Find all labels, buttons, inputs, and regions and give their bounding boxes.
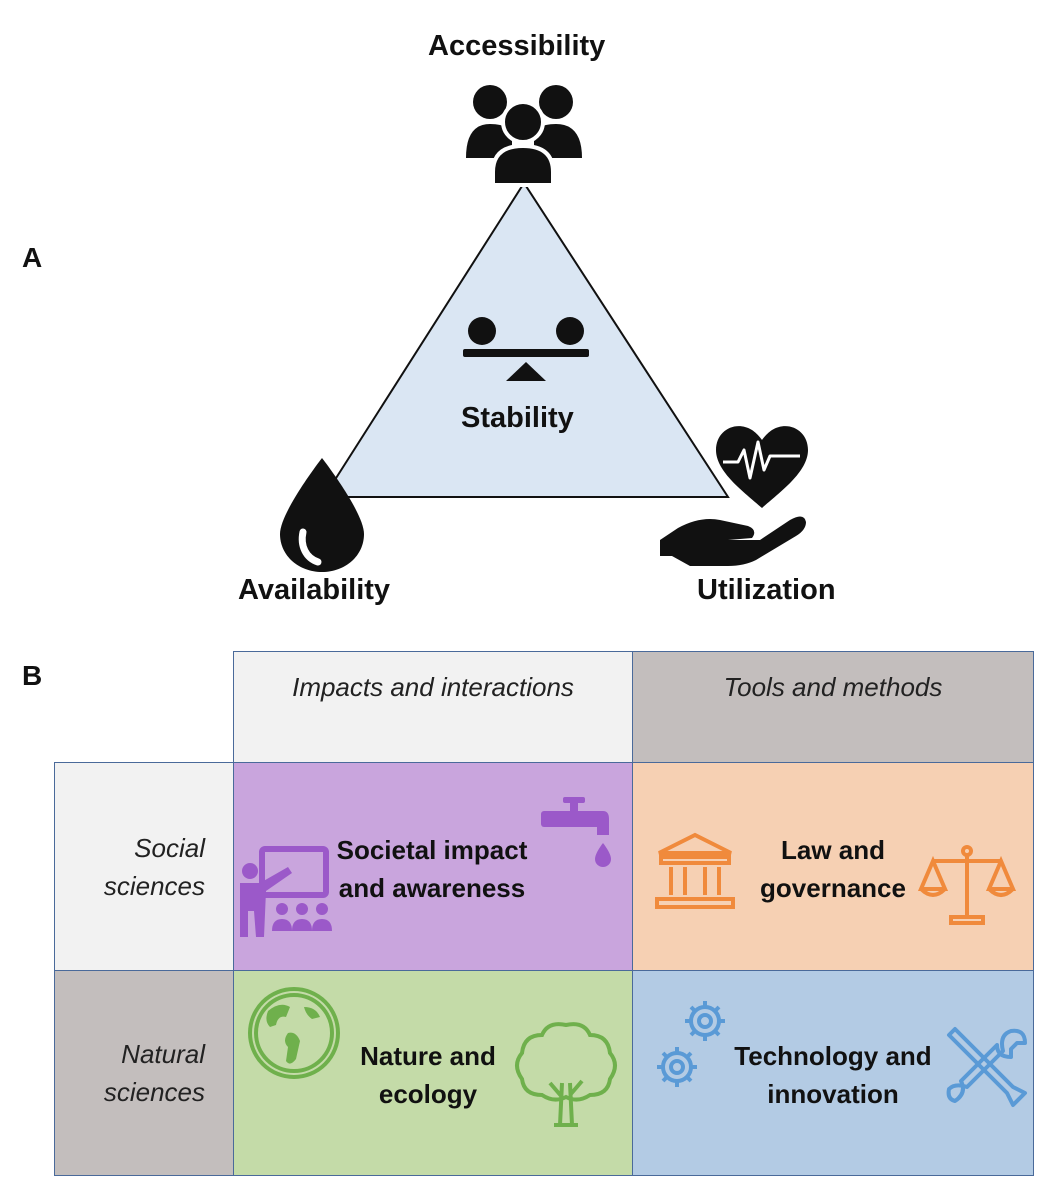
row-header-social-line1: Social: [134, 832, 205, 863]
heart-in-hand-icon: [660, 426, 808, 566]
column-header-impacts-label: Impacts and interactions: [292, 671, 574, 702]
stability-label: Stability: [461, 402, 574, 434]
scales-icon: [917, 845, 1017, 925]
cell-nature-ecology: Nature and ecology: [233, 970, 633, 1176]
cell-societal-impact-title: Societal impact and awareness: [322, 831, 542, 907]
cell-law-governance: Law and governance: [632, 762, 1034, 971]
balance-seesaw-icon: [463, 317, 589, 381]
column-header-impacts: Impacts and interactions: [233, 651, 633, 763]
courthouse-icon: [655, 832, 735, 909]
row-header-natural: Natural sciences: [54, 970, 234, 1176]
globe-icon: [248, 987, 340, 1079]
cell-law-governance-title: Law and governance: [733, 831, 933, 907]
tree-icon: [515, 1022, 617, 1127]
row-header-natural-line1: Natural: [121, 1039, 205, 1069]
cell-nature-ecology-title: Nature and ecology: [338, 1037, 518, 1113]
cell-law-governance-line2: governance: [760, 873, 906, 903]
cell-technology-innovation-line2: innovation: [767, 1079, 899, 1109]
cell-technology-innovation: Technology and innovation: [632, 970, 1034, 1176]
teacher-presentation-icon: [240, 846, 332, 937]
row-header-social: Social sciences: [54, 762, 234, 971]
panel-b-letter: B: [22, 660, 43, 691]
accessibility-label: Accessibility: [428, 30, 606, 62]
utilization-label: Utilization: [697, 574, 836, 606]
panel-a-letter: A: [22, 242, 43, 273]
cell-nature-ecology-line2: ecology: [378, 1079, 478, 1109]
food-security-triangle: [322, 181, 730, 498]
column-header-tools-label: Tools and methods: [723, 671, 943, 702]
tools-icon: [946, 1027, 1027, 1107]
water-tap-icon: [541, 797, 611, 867]
water-drop-icon: [280, 458, 364, 572]
cell-nature-ecology-line1: Nature and: [360, 1041, 496, 1071]
row-header-social-line2: sciences: [103, 870, 205, 901]
cell-societal-impact: Societal impact and awareness: [233, 762, 633, 971]
cell-technology-innovation-line1: Technology and: [734, 1041, 932, 1071]
row-header-natural-line2: sciences: [103, 1077, 205, 1107]
cell-law-governance-line1: Law and: [780, 835, 885, 865]
availability-label: Availability: [238, 574, 391, 606]
cell-technology-innovation-title: Technology and innovation: [723, 1037, 943, 1113]
cell-societal-impact-line1: Societal impact: [336, 835, 528, 865]
cell-societal-impact-line2: and awareness: [338, 873, 526, 903]
panel-a-diagram: [280, 85, 808, 572]
people-group-icon: [466, 85, 582, 187]
gears-icon: [657, 1001, 725, 1087]
column-header-tools: Tools and methods: [632, 651, 1034, 763]
